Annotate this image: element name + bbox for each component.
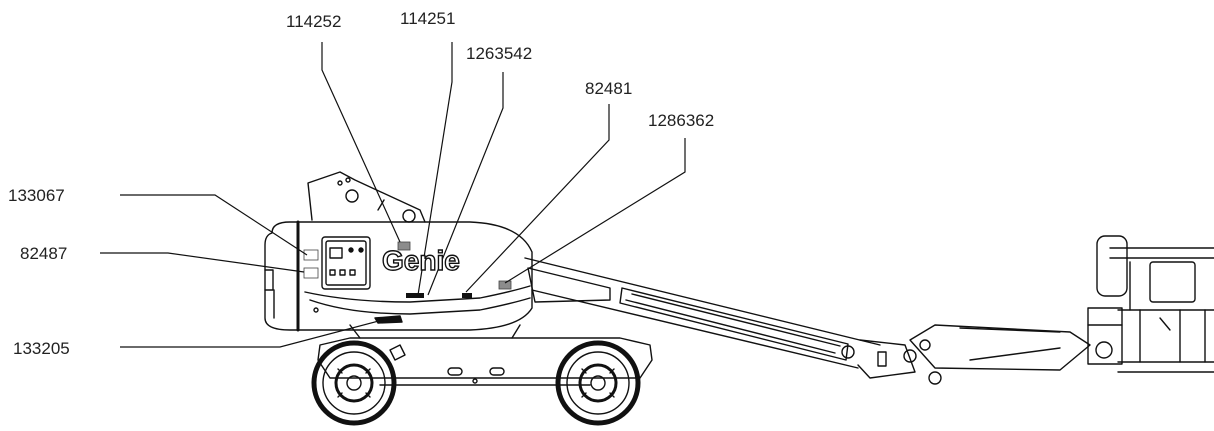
chassis (317, 337, 653, 386)
label-114251: 114251 (400, 9, 456, 28)
front-wheel (555, 340, 641, 426)
decal-133067-marker (303, 249, 319, 261)
label-133205: 133205 (13, 339, 70, 358)
label-82481: 82481 (585, 79, 633, 98)
leader-114252 (321, 42, 401, 243)
jib-boom (909, 324, 1091, 385)
platform-rotator (1087, 307, 1123, 365)
leader-82487 (100, 252, 305, 273)
leader-133067 (120, 194, 308, 256)
ground-control-box (321, 236, 371, 290)
main-boom (524, 257, 917, 379)
turntable-base (349, 324, 521, 339)
turntable-shroud (264, 220, 533, 332)
platform-basket (1096, 235, 1214, 373)
label-1286362: 1286362 (648, 111, 715, 130)
label-114252: 114252 (286, 12, 342, 31)
label-133067: 133067 (8, 186, 65, 205)
decal-markers (303, 241, 512, 290)
leader-133205 (120, 317, 391, 348)
leader-1263542 (427, 72, 504, 296)
leader-1286362 (504, 138, 686, 284)
genie-logo: Genie (381, 245, 460, 276)
decal-1286362-marker (498, 280, 512, 290)
leader-82481 (465, 104, 610, 293)
rear-wheel (311, 340, 397, 426)
decal-82487-marker (303, 267, 319, 279)
leader-lines (100, 42, 686, 348)
riser (307, 171, 426, 223)
label-82487: 82487 (20, 244, 68, 263)
leader-114251 (417, 42, 453, 296)
decal-114252-marker (397, 241, 411, 251)
label-1263542: 1263542 (466, 44, 533, 63)
